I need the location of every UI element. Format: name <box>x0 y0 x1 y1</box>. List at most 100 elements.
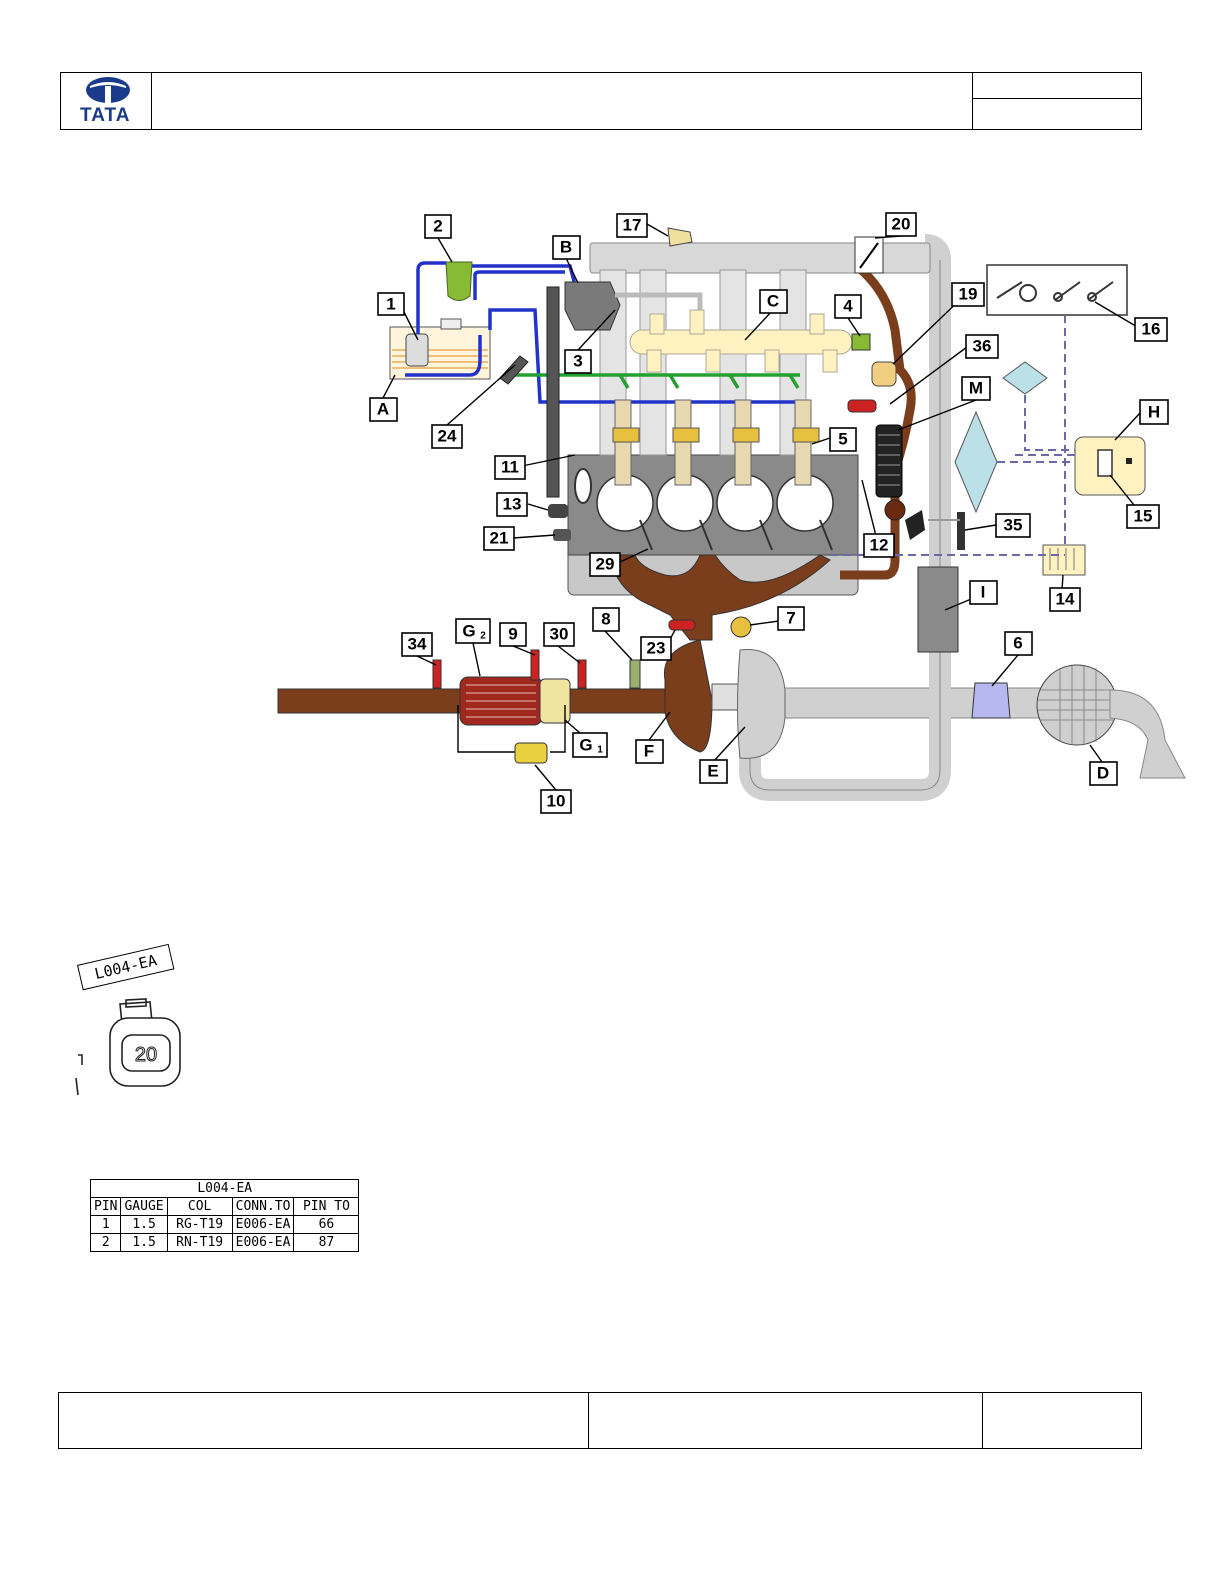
label-6: 6 <box>1004 631 1033 656</box>
label-D: D <box>1089 761 1118 786</box>
svg-text:14: 14 <box>1056 590 1075 609</box>
svg-text:1: 1 <box>597 745 603 756</box>
label-20: 20 <box>885 212 917 237</box>
svg-text:G: G <box>579 736 592 755</box>
pinout-title: L004-EA <box>89 1179 360 1198</box>
svg-text:36: 36 <box>973 337 992 356</box>
svg-text:5: 5 <box>838 430 847 449</box>
glow-control-unit <box>1042 544 1086 576</box>
cylinders <box>596 474 834 532</box>
intercooler <box>917 566 959 653</box>
svg-text:2: 2 <box>480 631 486 642</box>
svg-text:35: 35 <box>1004 516 1023 535</box>
svg-text:29: 29 <box>596 555 615 574</box>
label-29: 29 <box>589 552 621 577</box>
footer-cell-middle <box>588 1392 983 1449</box>
label-21: 21 <box>483 526 515 551</box>
label-34: 34 <box>401 632 433 657</box>
compressor-housing <box>737 649 786 759</box>
svg-text:F: F <box>644 742 654 761</box>
svg-text:30: 30 <box>550 625 569 644</box>
tata-logo-icon <box>86 77 130 104</box>
svg-text:D: D <box>1097 764 1109 783</box>
svg-text:3: 3 <box>573 352 582 371</box>
svg-text:20: 20 <box>892 215 911 234</box>
svg-text:13: 13 <box>503 495 522 514</box>
label-8: 8 <box>592 607 620 632</box>
connector-icon <box>75 998 181 1096</box>
pinout-header-row: PIN GAUGE COL CONN.TO PIN TO <box>89 1197 360 1216</box>
header-right-cell-bottom <box>972 98 1142 130</box>
label-24: 24 <box>431 424 463 449</box>
svg-text:17: 17 <box>623 216 642 235</box>
label-1: 1 <box>377 292 405 316</box>
header-col: COL <box>166 1197 233 1216</box>
table-row: 1 1.5 RG-T19 E006-EA 66 <box>89 1215 360 1234</box>
svg-text:7: 7 <box>786 609 795 628</box>
rail-pressure-sensor <box>851 333 871 351</box>
air-flow-meter <box>971 682 1011 719</box>
egr-pipe <box>837 251 916 580</box>
svg-text:21: 21 <box>490 529 509 548</box>
svg-text:6: 6 <box>1013 634 1022 653</box>
high-pressure-pump <box>564 281 621 331</box>
svg-text:15: 15 <box>1134 507 1153 526</box>
label-7: 7 <box>777 606 805 631</box>
label-19: 19 <box>951 282 985 307</box>
svg-text:8: 8 <box>601 610 610 629</box>
svg-text:12: 12 <box>870 536 889 555</box>
label-14: 14 <box>1049 587 1081 612</box>
label-15: 15 <box>1126 504 1160 529</box>
table-row: 2 1.5 RN-T19 E006-EA 87 <box>89 1233 360 1252</box>
label-16: 16 <box>1134 317 1168 342</box>
label-C: C <box>759 289 788 314</box>
sensor-cluster-upper <box>1002 361 1048 395</box>
svg-text:16: 16 <box>1142 320 1161 339</box>
connector-pin-mark: 20 <box>135 1044 157 1066</box>
label-10: 10 <box>540 789 572 814</box>
egr-cooler <box>875 424 903 498</box>
exhaust-tail-pipe <box>277 688 469 714</box>
logo-text: TATA <box>80 105 131 126</box>
svg-text:G: G <box>462 622 475 641</box>
svg-text:C: C <box>767 292 779 311</box>
differential-pressure-sensor <box>514 742 548 764</box>
header-gauge: GAUGE <box>120 1197 168 1216</box>
label-5: 5 <box>829 427 857 452</box>
label-12: 12 <box>863 533 895 558</box>
svg-text:19: 19 <box>959 285 978 304</box>
svg-text:4: 4 <box>843 297 853 316</box>
svg-text:10: 10 <box>547 792 566 811</box>
label-9: 9 <box>499 622 527 647</box>
header-pin: PIN <box>89 1197 122 1216</box>
svg-text:34: 34 <box>408 635 427 654</box>
label-F: F <box>635 739 664 764</box>
coolant-sensor <box>553 529 571 541</box>
intake-manifold <box>589 242 931 274</box>
exhaust-mid-pipe <box>569 688 671 714</box>
catalyst <box>539 678 571 724</box>
svg-text:A: A <box>377 400 389 419</box>
label-23: 23 <box>640 636 672 661</box>
label-A: A <box>369 397 398 422</box>
boost-sensor <box>871 361 897 387</box>
label-30: 30 <box>543 622 575 647</box>
svg-text:E: E <box>707 762 718 781</box>
svg-text:2: 2 <box>433 217 442 236</box>
label-E: E <box>699 759 728 784</box>
svg-text:24: 24 <box>438 427 457 446</box>
label-3: 3 <box>564 349 592 374</box>
oil-sensor <box>667 227 693 247</box>
pedal-sensor <box>499 355 529 385</box>
svg-text:M: M <box>969 379 983 398</box>
svg-text:9: 9 <box>508 625 517 644</box>
label-36: 36 <box>965 334 999 359</box>
sensor-cluster-lower <box>954 410 998 514</box>
pinout-table: L004-EA PIN GAUGE COL CONN.TO PIN TO 1 1… <box>89 1179 360 1252</box>
svg-text:I: I <box>981 583 986 602</box>
fuel-tank <box>389 326 491 380</box>
label-17: 17 <box>616 213 648 238</box>
